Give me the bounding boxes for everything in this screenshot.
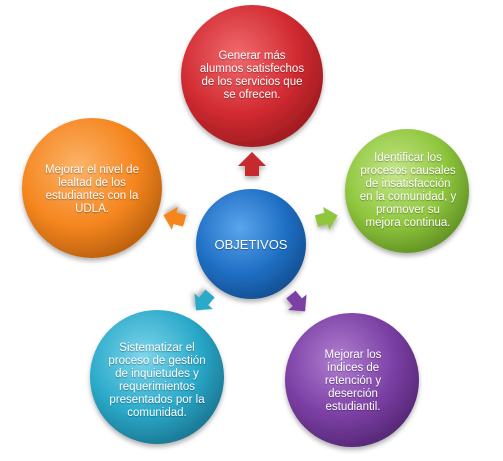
node-circle-right	[345, 129, 469, 253]
node-text-left: Mejorar el nivel de lealtad de los estud…	[45, 164, 139, 215]
arrow-down-left-icon	[194, 289, 215, 311]
node-circle-left	[22, 118, 162, 258]
node-circle-bottom-left	[90, 310, 224, 444]
arrow-left-icon	[163, 206, 187, 230]
node-circle-top	[181, 5, 323, 147]
center-circle	[196, 189, 306, 299]
node-text-right: Identificar los procesos causales de ins…	[359, 152, 457, 229]
center-label: OBJETIVOS	[214, 236, 288, 252]
node-circle-bottom-right	[285, 313, 419, 447]
arrow-right-icon	[314, 206, 338, 231]
arrow-down-right-icon	[286, 290, 307, 312]
arrow-up-icon	[238, 152, 266, 176]
node-text-bottom-left: Sistematizar el proceso de gestión de in…	[108, 342, 206, 419]
node-text-bottom-right: Mejorar los índices de retención y deser…	[324, 348, 382, 413]
node-text-top: Generar más alumnos satisfechos de los s…	[199, 50, 305, 101]
